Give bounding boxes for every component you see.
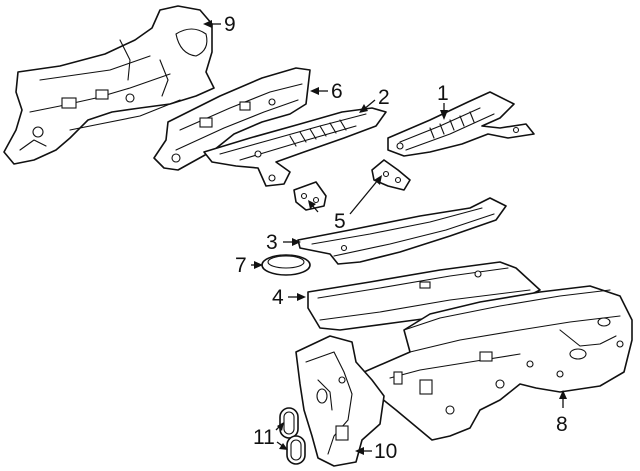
leader-5b xyxy=(349,179,379,215)
leader-1-arrowhead xyxy=(440,110,448,120)
part-2-cowl-top-panel-left xyxy=(203,107,387,187)
callout-3: 3 xyxy=(266,231,278,254)
leader-5b-arrowhead xyxy=(374,175,382,185)
leader-6-arrowhead xyxy=(310,87,319,95)
leader-lines xyxy=(203,20,567,455)
leader-5a-arrowhead xyxy=(308,200,316,209)
callout-11: 11 xyxy=(253,426,275,449)
leader-11a-arrowhead xyxy=(277,422,284,431)
callout-5: 5 xyxy=(334,210,346,233)
part-1-cowl-top-panel-right xyxy=(387,91,535,157)
part-8-dash-panel xyxy=(363,285,633,441)
leader-8-arrowhead xyxy=(559,390,567,399)
callout-7: 7 xyxy=(235,254,247,277)
callout-labels: 1 2 3 4 5 6 7 8 9 10 11 xyxy=(224,13,568,463)
callout-6: 6 xyxy=(331,80,343,103)
leader-2-arrowhead xyxy=(359,104,368,113)
part-3-dash-upper-reinforcement xyxy=(297,197,507,265)
part-4-dash-lower-reinforcement xyxy=(307,261,541,331)
leader-4-arrowhead xyxy=(297,293,306,301)
part-6-cowl-side-panel xyxy=(153,67,311,171)
part-5-bracket-right xyxy=(371,159,411,191)
callout-9: 9 xyxy=(224,13,236,36)
part-9-dash-side-panel xyxy=(3,5,215,165)
part-11-oval-plugs xyxy=(279,407,306,465)
callout-10: 10 xyxy=(374,440,397,463)
callout-4: 4 xyxy=(272,286,284,309)
leader-11b-arrowhead xyxy=(279,443,288,450)
callout-1: 1 xyxy=(437,82,449,105)
part-10-hinge-pillar-panel xyxy=(295,335,385,467)
callout-2: 2 xyxy=(378,86,390,109)
part-5-bracket-left xyxy=(293,181,327,211)
leader-10-arrowhead xyxy=(355,447,364,455)
leader-9-arrowhead xyxy=(203,20,212,28)
leader-7-arrowhead xyxy=(254,261,263,269)
leader-3-arrowhead xyxy=(292,238,301,246)
callout-8: 8 xyxy=(556,413,568,436)
part-7-plug xyxy=(261,254,311,276)
